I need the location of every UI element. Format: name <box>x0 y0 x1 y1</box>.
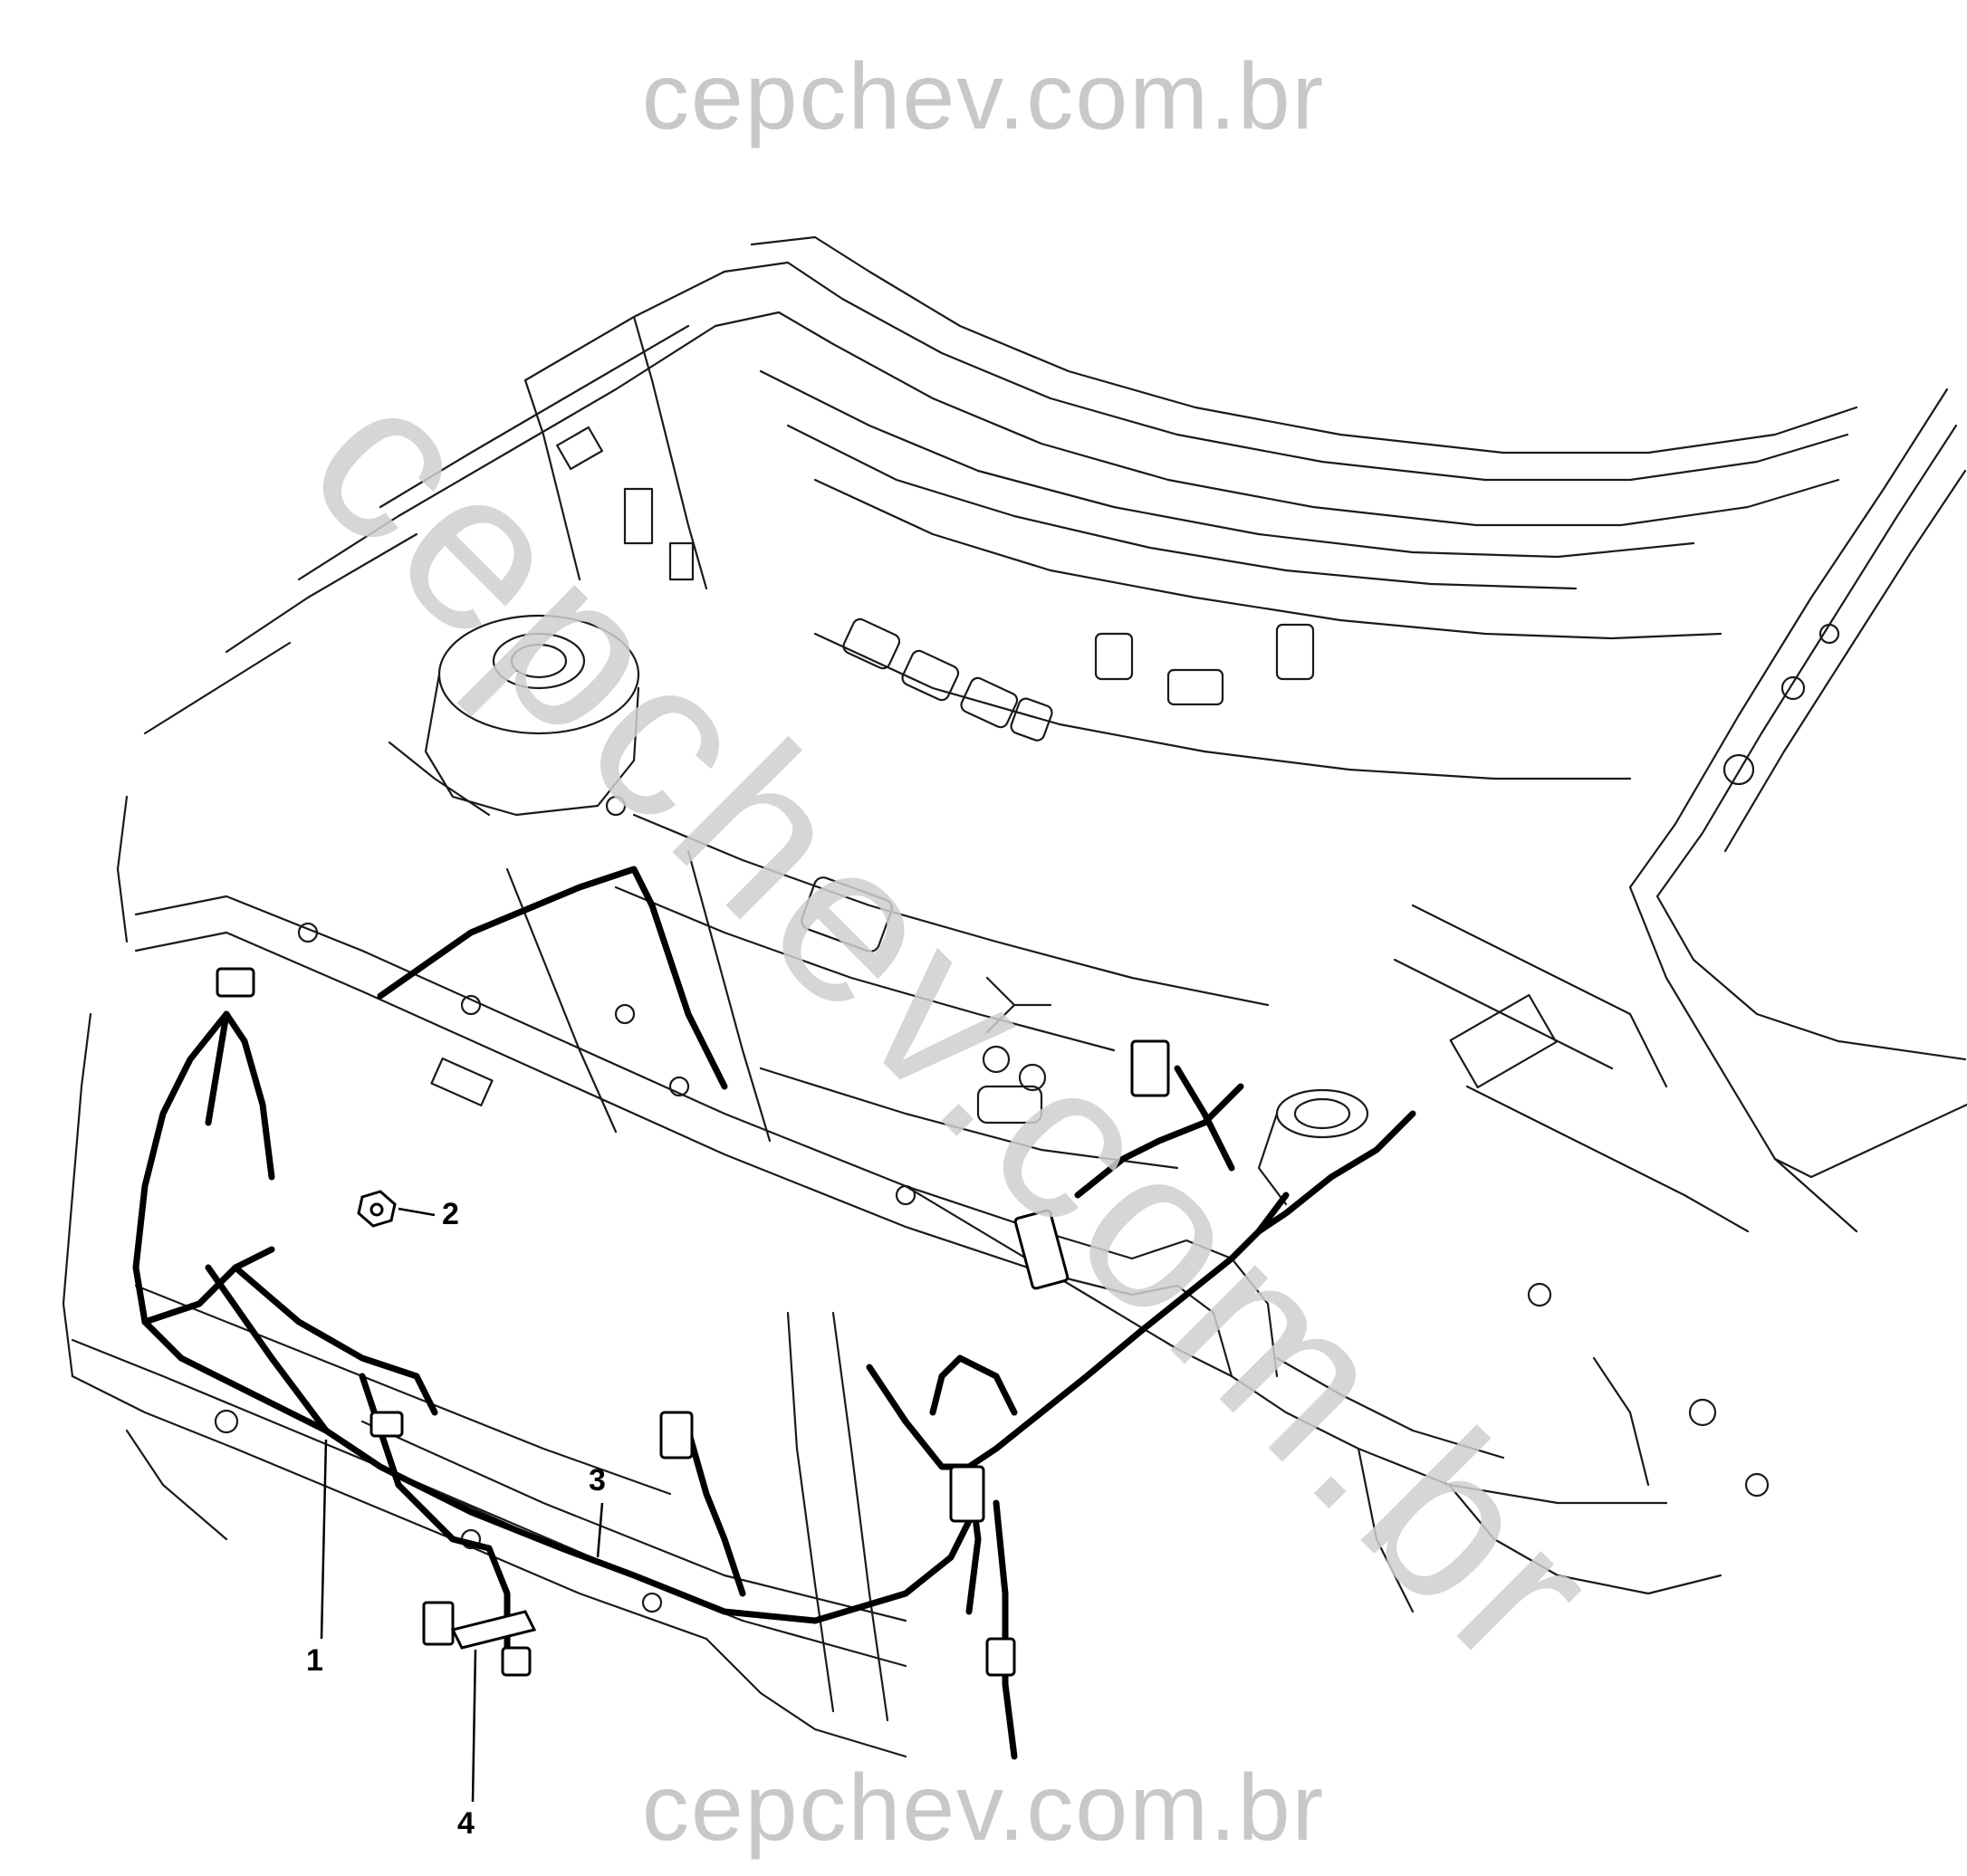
left-strut-tower <box>388 614 640 817</box>
hex-nut-part <box>357 1190 397 1228</box>
connector-bottom <box>985 1637 1016 1677</box>
connector-right-upper <box>1013 1209 1070 1290</box>
dash-panel <box>505 813 1270 1170</box>
leader-1 <box>320 1439 328 1640</box>
connector-right-lower <box>949 1465 985 1523</box>
leader-4 <box>471 1649 477 1803</box>
watermark-bottom: cepchev.com.br <box>641 1756 1326 1861</box>
callout-2: 2 <box>442 1197 459 1231</box>
connector-clip <box>501 1646 532 1677</box>
watermark-top: cepchev.com.br <box>641 44 1326 149</box>
leader-2 <box>398 1207 436 1217</box>
right-sill <box>1393 904 1750 1233</box>
right-wheelhouse <box>1230 1282 1770 1613</box>
leader-3 <box>596 1502 604 1558</box>
harness-connectors <box>216 967 1170 1677</box>
connector-left-lower <box>369 1411 404 1438</box>
cowl-panel <box>714 235 1858 780</box>
right-strut-tower <box>1257 1088 1369 1206</box>
callout-leaders <box>320 1207 604 1803</box>
radiator-support-upper <box>134 895 1279 1378</box>
connector-fuse-box <box>1130 1039 1170 1097</box>
left-rail <box>62 795 708 1641</box>
callout-4: 4 <box>457 1806 475 1841</box>
connector-left-upper <box>216 967 255 998</box>
bracket-part <box>422 1601 537 1650</box>
callout-3: 3 <box>589 1463 606 1498</box>
connector-center <box>659 1411 694 1460</box>
callout-1: 1 <box>306 1643 323 1678</box>
right-pillar <box>1628 388 1967 1233</box>
left-upper-frame <box>143 270 726 735</box>
